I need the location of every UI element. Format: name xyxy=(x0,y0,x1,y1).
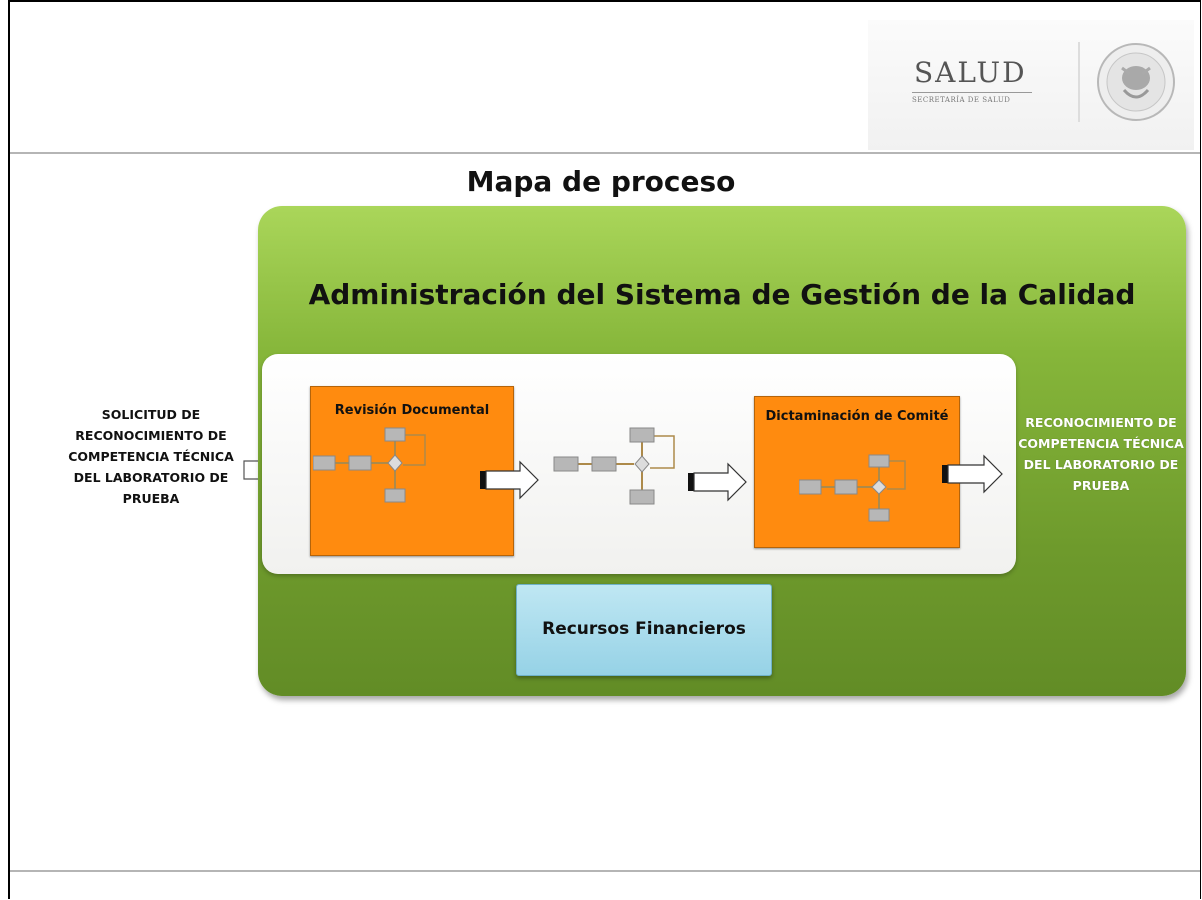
support-process-box: Recursos Financieros xyxy=(516,584,772,676)
logo-divider xyxy=(1078,42,1080,122)
coat-of-arms-seal-icon xyxy=(1097,43,1175,121)
process-step-dictaminacion: Dictaminación de Comité xyxy=(754,396,960,548)
flow-arrow xyxy=(480,460,539,500)
input-label: SOLICITUD DE RECONOCIMIENTO DE COMPETENC… xyxy=(68,407,234,506)
process-step-label: Dictaminación de Comité xyxy=(765,409,949,424)
salud-subtitle: SECRETARÍA DE SALUD xyxy=(912,96,1011,104)
flow-arrow xyxy=(688,462,747,502)
flowchart-icon xyxy=(553,427,675,505)
quality-system-panel: Administración del Sistema de Gestión de… xyxy=(258,206,1186,696)
panel-heading: Administración del Sistema de Gestión de… xyxy=(308,278,1136,311)
output-arrow xyxy=(942,454,1003,494)
slide-frame xyxy=(8,0,1201,899)
process-step-label: Revisión Documental xyxy=(334,403,490,418)
header-rule xyxy=(10,152,1200,154)
footer-rule xyxy=(10,870,1200,872)
process-container: Revisión Documental xyxy=(262,354,1016,574)
salud-wordmark: SALUD xyxy=(914,56,1027,89)
logo-underline xyxy=(912,92,1032,93)
flowchart-icon xyxy=(313,427,426,503)
output-label: RECONOCIMIENTO DE COMPETENCIA TÉCNICA DE… xyxy=(1018,415,1184,493)
flowchart-icon xyxy=(799,454,906,522)
salud-logo: SALUD SECRETARÍA DE SALUD xyxy=(868,20,1194,150)
page-title: Mapa de proceso xyxy=(466,165,736,198)
support-process-label: Recursos Financieros xyxy=(542,619,746,639)
